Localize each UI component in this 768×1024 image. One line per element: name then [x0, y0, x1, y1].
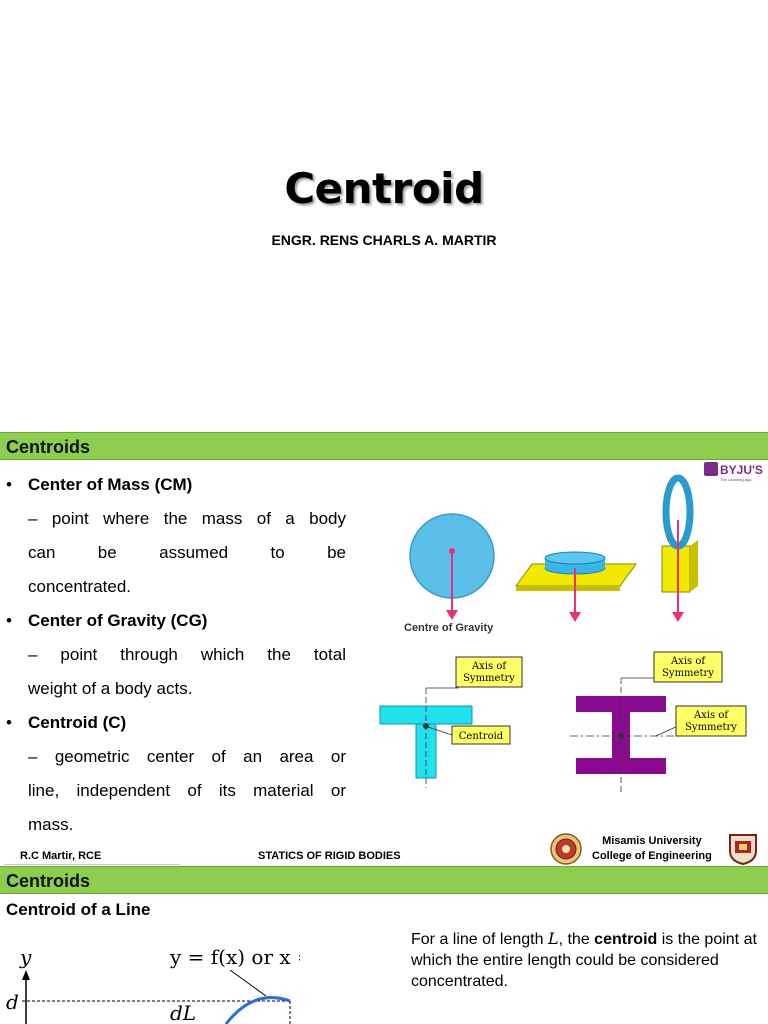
y-axis-arrowhead — [22, 970, 30, 980]
byjus-logo-tagline: The Learning App — [720, 477, 752, 482]
bullet-heading: Center of Mass (CM) — [28, 475, 193, 494]
slide-subheading: Centroid of a Line — [6, 900, 151, 919]
footer-divider — [4, 864, 180, 865]
ibeam-centroid-dot — [618, 733, 624, 739]
university-block: Misamis University College of Engineerin… — [592, 834, 712, 864]
bullet-text-line: weight of a body acts. — [28, 679, 193, 698]
para-text-2: , the — [558, 931, 595, 948]
tee-centroid-dot — [423, 723, 429, 729]
author-name: ENGR. RENS CHARLS A. MARTIR — [271, 232, 497, 248]
ibeam-axis-label-top-line2: Symmetry — [662, 668, 714, 679]
definition-list: • Center of Mass (CM) – point where the m… — [6, 468, 346, 842]
bullet-dot: • — [6, 611, 12, 630]
tee-centroid-leader — [427, 726, 453, 736]
slide-footer: R.C Martir, RCE STATICS OF RIGID BODIES … — [0, 832, 768, 866]
centroids-definitions-slide: Centroids • Center of Mass (CM) – point w… — [0, 432, 768, 866]
tee-axis-label-line2: Symmetry — [463, 673, 515, 684]
ibeam-axis-label-right-line2: Symmetry — [685, 722, 737, 733]
bullet-center-of-mass: • Center of Mass (CM) — [6, 468, 346, 502]
tee-centroid-label-box — [451, 725, 511, 745]
bullet-text-line: – point through which the total — [28, 645, 346, 664]
ibeam-axis-label-right-box — [675, 705, 747, 737]
ibeam-axis-label-right-line1: Axis of — [693, 710, 729, 721]
para-text-3: is the point at which the entire length … — [411, 931, 757, 990]
bullet-heading: Centroid (C) — [28, 713, 127, 732]
plate-gravity-arrowhead — [569, 612, 581, 622]
ibeam-top-flange — [576, 696, 666, 712]
centre-of-gravity-caption: Centre of Gravity — [404, 622, 494, 634]
bullet-text-line: concentrated. — [28, 577, 132, 596]
footer-author: R.C Martir, RCE — [20, 850, 102, 862]
bullet-text-line: mass. — [28, 815, 74, 834]
sphere-gravity-arrowhead — [446, 610, 458, 620]
y-axis-label: y — [19, 945, 32, 969]
line-centroid-definition: For a line of length L, the centroid is … — [411, 928, 763, 992]
tee-axis-leader — [426, 680, 459, 689]
title-slide: Centroid ENGR. RENS CHARLS A. MARTIR — [0, 0, 768, 432]
college-shield-icon — [729, 834, 757, 865]
ibeam-axis-leader-top — [621, 672, 657, 679]
tee-axis-label-line1: Axis of — [471, 661, 507, 672]
curve-equation: y = f(x) or x = g (y) — [169, 945, 300, 969]
centroid-illustration: BYJU'S The Learning App Centre of Gravit… — [379, 462, 763, 792]
bullet-centroid: • Centroid (C) — [6, 706, 346, 740]
tee-axis-label-box — [455, 656, 523, 688]
byjus-logo-mark — [704, 462, 718, 476]
slide-header-bar: Centroids — [0, 866, 768, 894]
curve-line — [224, 996, 291, 1024]
slide-header-bar: Centroids — [0, 432, 768, 460]
para-text-1: For a line of length — [411, 931, 548, 948]
d-label: d — [6, 990, 19, 1014]
ibeam-axis-leader-right — [655, 725, 679, 737]
ibeam-axis-label-top-box — [653, 651, 723, 683]
plate-edge — [516, 586, 620, 591]
ibeam-axis-label-top-line1: Axis of — [670, 656, 706, 667]
centroid-of-line-slide: Centroids Centroid of a Line y d y = f(x… — [0, 866, 768, 1024]
slide-header-title: Centroids — [6, 871, 91, 891]
byjus-logo-text: BYJU'S — [720, 463, 763, 477]
byjus-logo: BYJU'S The Learning App — [704, 462, 763, 482]
bullet-dot: • — [6, 475, 12, 494]
disc-top — [544, 551, 606, 565]
block-shape — [661, 545, 691, 593]
bullet-text-line: can be assumed to be — [28, 543, 346, 562]
ring-gravity-arrowhead — [672, 612, 684, 622]
college-name: College of Engineering — [592, 850, 712, 862]
bullet-text-line: – point where the mass of a body — [28, 509, 346, 528]
line-centroid-figure: y d y = f(x) or x = g (y) dL — [6, 945, 300, 1024]
bullet-heading: Center of Gravity (CG) — [28, 611, 208, 630]
bullet-center-of-gravity: • Center of Gravity (CG) — [6, 604, 346, 638]
university-seal-icon — [550, 833, 582, 865]
para-bold-centroid: centroid — [594, 931, 658, 948]
slide-title: Centroid — [284, 164, 484, 213]
equation-leader — [229, 969, 267, 997]
block-side — [690, 540, 698, 592]
bullet-text-line: line, independent of its material or — [28, 781, 346, 800]
dl-label: dL — [170, 1001, 196, 1024]
university-name: Misamis University — [602, 835, 702, 847]
para-variable-l: L — [547, 929, 559, 948]
bullet-text-line: – geometric center of an area or — [28, 747, 346, 766]
slide-header-title: Centroids — [6, 437, 91, 457]
ibeam-bottom-flange — [576, 758, 666, 774]
footer-course: STATICS OF RIGID BODIES — [258, 850, 401, 862]
tee-centroid-label: Centroid — [459, 731, 504, 742]
bullet-dot: • — [6, 713, 12, 732]
